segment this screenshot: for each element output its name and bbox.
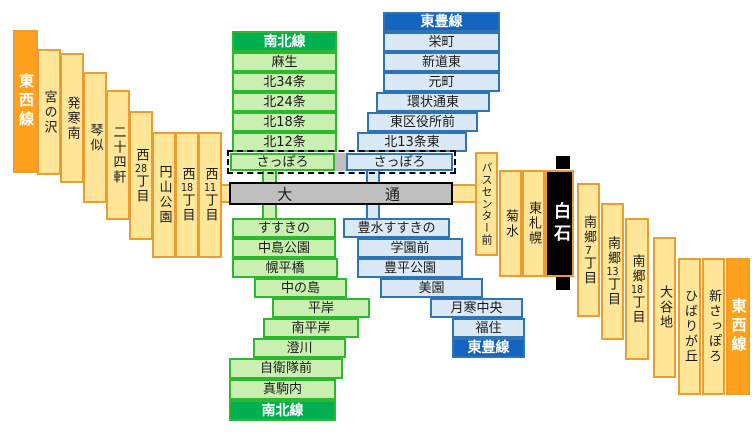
connector-namboku-odori-susukino <box>262 202 277 219</box>
station-jieitai-mae[interactable]: 自衛隊前 <box>229 358 343 379</box>
connector-toho-sapporo-odori <box>366 171 380 183</box>
station-kotoni[interactable]: 琴似 <box>83 72 107 203</box>
station-hibarigaoka[interactable]: ひばりが丘 <box>678 258 701 395</box>
header-tozai-east: 東西線 <box>726 258 750 395</box>
station-toyohira-koen[interactable]: 豊平公園 <box>357 258 463 278</box>
station-shiroishi[interactable]: 白石 <box>545 170 574 277</box>
station-nijuyonken[interactable]: 二十四軒 <box>106 90 130 220</box>
station-bus-center-mae[interactable]: バスセンター前 <box>475 152 498 256</box>
station-higashi-kuyakusho-mae[interactable]: 東区役所前 <box>367 112 478 132</box>
station-oyachi[interactable]: 大谷地 <box>653 237 676 378</box>
station-kita-18-jo[interactable]: 北18条 <box>232 112 337 132</box>
header-namboku-north: 南北線 <box>232 31 337 52</box>
header-toho-north: 東豊線 <box>383 12 500 32</box>
odori-label-right: 通 <box>385 185 401 203</box>
connector-toho-odori-hosui <box>366 202 380 219</box>
station-odori[interactable]: 大 通 <box>229 182 453 205</box>
station-maruyama-koen[interactable]: 円山公園 <box>152 132 176 258</box>
jr-line-marker-top <box>556 156 570 169</box>
connector-tozai-odori-east <box>451 184 477 203</box>
sapporo-walkway <box>335 153 346 171</box>
station-nakanoshima[interactable]: 中の島 <box>254 278 347 298</box>
station-horohirabashi[interactable]: 幌平橋 <box>232 258 338 278</box>
sapporo-interchange: さっぽろ さっぽろ <box>227 150 456 174</box>
station-miyanosawa[interactable]: 宮の沢 <box>37 49 61 175</box>
station-sapporo-toho[interactable]: さっぽろ <box>346 153 453 171</box>
station-minami-hiragishi[interactable]: 南平岸 <box>263 318 359 338</box>
station-kita-13-jo-higashi[interactable]: 北13条東 <box>357 132 467 152</box>
header-namboku-south: 南北線 <box>229 400 336 421</box>
station-kikusui[interactable]: 菊水 <box>499 170 522 277</box>
station-higashi-sapporo[interactable]: 東札幌 <box>522 170 545 277</box>
odori-label-left: 大 <box>277 185 293 203</box>
station-makomanai[interactable]: 真駒内 <box>229 379 336 400</box>
station-misono[interactable]: 美園 <box>380 278 483 298</box>
station-susukino[interactable]: すすきの <box>232 218 336 238</box>
station-sumikawa[interactable]: 澄川 <box>253 338 346 358</box>
station-kita-24-jo[interactable]: 北24条 <box>232 92 337 112</box>
station-kanjo-dori-higashi[interactable]: 環状通東 <box>376 92 490 112</box>
jr-line-marker-bottom <box>556 277 570 290</box>
station-nakajima-koen[interactable]: 中島公園 <box>232 238 336 258</box>
station-sapporo-namboku[interactable]: さっぽろ <box>230 153 335 171</box>
station-kita-34-jo[interactable]: 北34条 <box>232 72 337 92</box>
station-kita-12-jo[interactable]: 北12条 <box>232 132 337 152</box>
station-asabu[interactable]: 麻生 <box>232 52 337 72</box>
station-hiragishi[interactable]: 平岸 <box>272 298 370 318</box>
station-hassamu-minami[interactable]: 発寒南 <box>60 53 84 183</box>
station-hosui-susukino[interactable]: 豊水すすきの <box>343 218 450 238</box>
station-shin-sapporo[interactable]: 新さっぽろ <box>702 258 725 395</box>
station-gakuen-mae[interactable]: 学園前 <box>357 238 463 258</box>
station-tsukisamu-chuo[interactable]: 月寒中央 <box>430 298 523 318</box>
station-sakaemachi[interactable]: 栄町 <box>383 32 500 52</box>
header-toho-south: 東豊線 <box>452 338 525 358</box>
station-shindo-higashi[interactable]: 新道東 <box>383 52 500 72</box>
station-fukuzumi[interactable]: 福住 <box>452 318 525 338</box>
header-tozai-west: 東西線 <box>13 30 38 173</box>
connector-namboku-sapporo-odori <box>262 171 277 183</box>
station-motomachi[interactable]: 元町 <box>383 72 500 92</box>
